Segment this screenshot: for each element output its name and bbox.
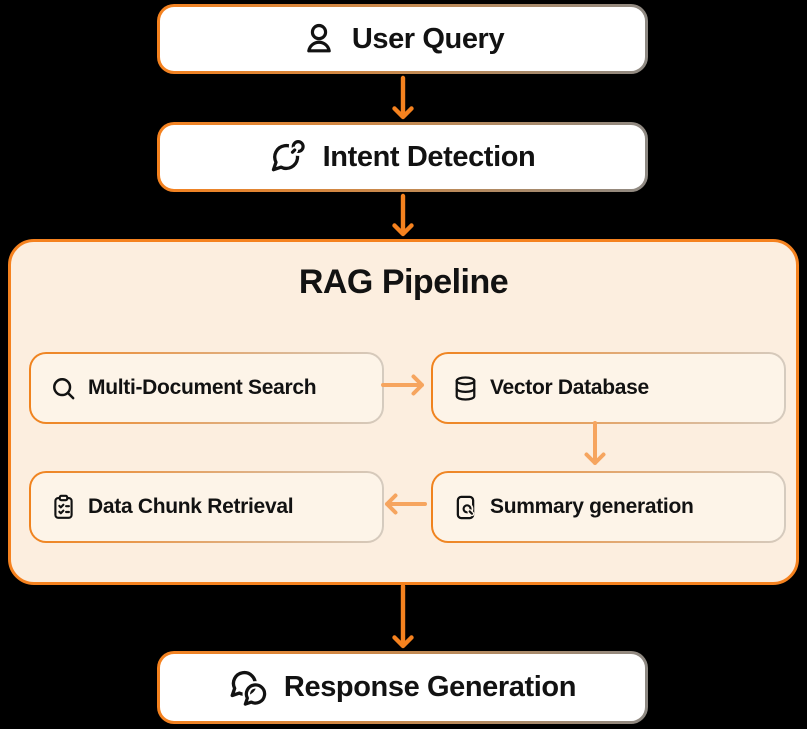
chat-bubbles-icon [229,669,269,707]
node-label: Intent Detection [322,140,536,173]
node-label: Response Generation [283,671,577,703]
node-response-generation: Response Generation [157,651,648,724]
database-icon [452,375,479,402]
node-data-chunk-retrieval: Data Chunk Retrieval [29,471,384,543]
node-label: Data Chunk Retrieval [88,495,294,518]
node-label: Multi-Document Search [88,376,317,399]
node-label: Summary generation [490,495,694,518]
rag-pipeline-title: RAG Pipeline [298,263,509,301]
chat-search-icon [270,138,308,176]
node-summary-generation: Summary generation [431,471,786,543]
clipboard-check-icon [50,494,77,521]
node-multi-document-search: Multi-Document Search [29,352,384,424]
node-intent-detection: Intent Detection [157,122,648,192]
arrow-rag-to-response [392,583,414,649]
search-icon [50,375,77,402]
arrow-intent-to-rag [392,193,414,237]
user-icon [301,21,337,57]
node-label: Vector Database [490,376,649,399]
node-user-query: User Query [157,4,648,74]
node-vector-database: Vector Database [431,352,786,424]
rag-pipeline-container: RAG Pipeline Multi-Document Search [8,239,799,585]
arrow-user-to-intent [392,75,414,120]
file-search-icon [452,494,479,521]
node-label: User Query [351,22,505,55]
